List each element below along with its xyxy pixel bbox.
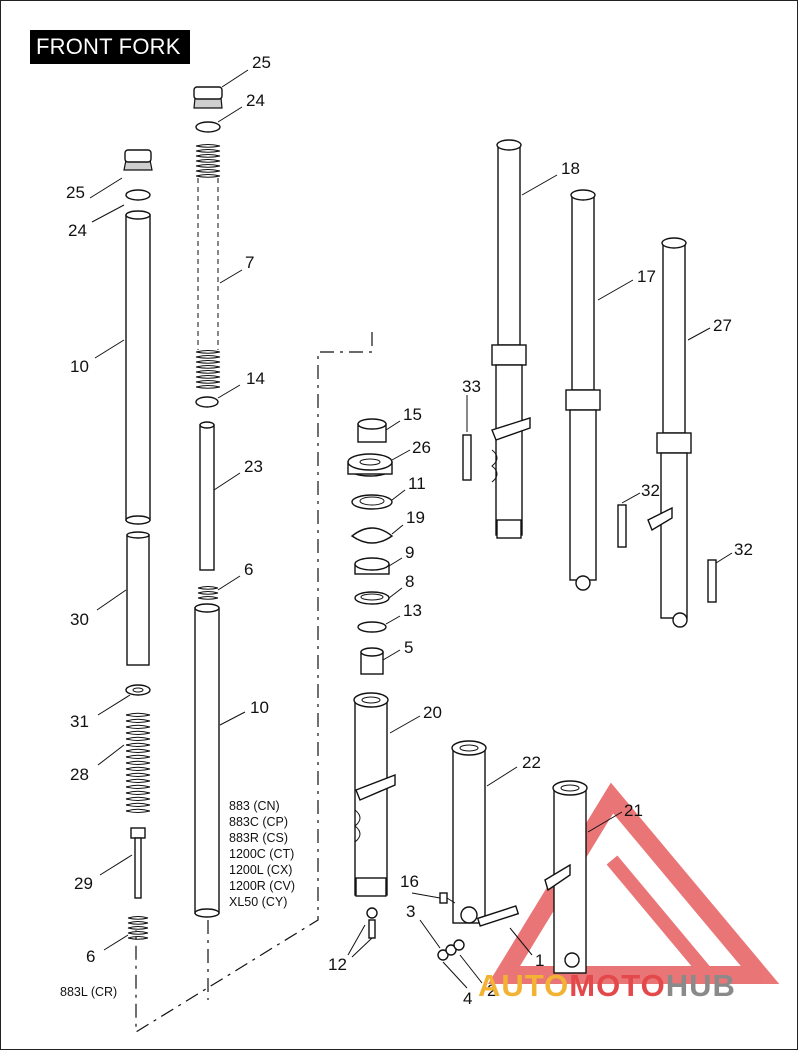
callout-22: 22 bbox=[522, 753, 541, 772]
callout-6: 6 bbox=[86, 947, 95, 966]
callout-32: 32 bbox=[641, 481, 660, 500]
callout-14: 14 bbox=[246, 369, 265, 388]
seal-stack-parts bbox=[347, 418, 394, 675]
model-item: 883C (CP) bbox=[229, 815, 288, 829]
callout-numbers: 25 24 25 24 7 10 14 23 6 10 30 31 28 29 … bbox=[66, 53, 753, 1008]
watermark-part-moto: MOTO bbox=[569, 968, 666, 1003]
assembled-fork-18 bbox=[491, 139, 531, 539]
model-item: 1200C (CT) bbox=[229, 847, 294, 861]
callout-19: 19 bbox=[406, 508, 425, 527]
callout-25: 25 bbox=[252, 53, 271, 72]
callout-26: 26 bbox=[412, 438, 431, 457]
model-item: 883 (CN) bbox=[229, 799, 280, 813]
slider-20 bbox=[353, 692, 396, 897]
callout-12: 12 bbox=[328, 955, 347, 974]
watermark-part-hub: HUB bbox=[665, 968, 736, 1003]
callout-24: 24 bbox=[68, 221, 87, 240]
callout-13: 13 bbox=[403, 601, 422, 620]
callout-7: 7 bbox=[245, 253, 254, 272]
callout-24: 24 bbox=[246, 91, 265, 110]
watermark-logo-icon bbox=[487, 782, 780, 984]
callout-31: 31 bbox=[70, 712, 89, 731]
center-left-fork-parts bbox=[193, 86, 223, 918]
callout-9: 9 bbox=[405, 543, 414, 562]
hardware-bolts bbox=[366, 892, 520, 961]
callout-25: 25 bbox=[66, 183, 85, 202]
model-item: XL50 (CY) bbox=[229, 895, 287, 909]
callout-16: 16 bbox=[400, 872, 419, 891]
callout-6: 6 bbox=[244, 560, 253, 579]
callout-leader-lines bbox=[89, 69, 733, 989]
page-title: FRONT FORK bbox=[30, 30, 190, 64]
callout-8: 8 bbox=[405, 572, 414, 591]
left-fork-parts bbox=[123, 149, 153, 940]
callout-18: 18 bbox=[561, 159, 580, 178]
callout-5: 5 bbox=[404, 638, 413, 657]
model-883l: 883L (CR) bbox=[60, 985, 117, 999]
callout-23: 23 bbox=[244, 457, 263, 476]
model-item: 1200L (CX) bbox=[229, 863, 292, 877]
watermark-text: AUTOMOTOHUB bbox=[478, 968, 736, 1004]
callout-20: 20 bbox=[423, 703, 442, 722]
callout-2: 2 bbox=[487, 981, 496, 1000]
callout-30: 30 bbox=[70, 610, 89, 629]
callout-4: 4 bbox=[463, 989, 472, 1008]
callout-29: 29 bbox=[74, 874, 93, 893]
callout-33: 33 bbox=[462, 377, 481, 396]
callout-27: 27 bbox=[713, 316, 732, 335]
model-item: 883R (CS) bbox=[229, 831, 288, 845]
callout-17: 17 bbox=[637, 267, 656, 286]
assembly-dash-lines bbox=[135, 332, 373, 1034]
slider-22 bbox=[451, 740, 487, 924]
callout-3: 3 bbox=[406, 902, 415, 921]
assembled-fork-17 bbox=[565, 189, 627, 591]
callout-32: 32 bbox=[734, 540, 753, 559]
callout-21: 21 bbox=[624, 801, 643, 820]
model-item: 1200R (CV) bbox=[229, 879, 295, 893]
callout-15: 15 bbox=[403, 405, 422, 424]
assembled-fork-27 bbox=[462, 237, 717, 628]
slider-21 bbox=[544, 780, 588, 974]
callout-28: 28 bbox=[70, 765, 89, 784]
watermark-part-auto: AUTO bbox=[478, 968, 570, 1003]
callout-10: 10 bbox=[70, 357, 89, 376]
model-list: 883 (CN) 883C (CP) 883R (CS) 1200C (CT) … bbox=[60, 799, 295, 999]
callout-10: 10 bbox=[250, 698, 269, 717]
callout-11: 11 bbox=[408, 474, 426, 493]
callout-1: 1 bbox=[535, 951, 544, 970]
